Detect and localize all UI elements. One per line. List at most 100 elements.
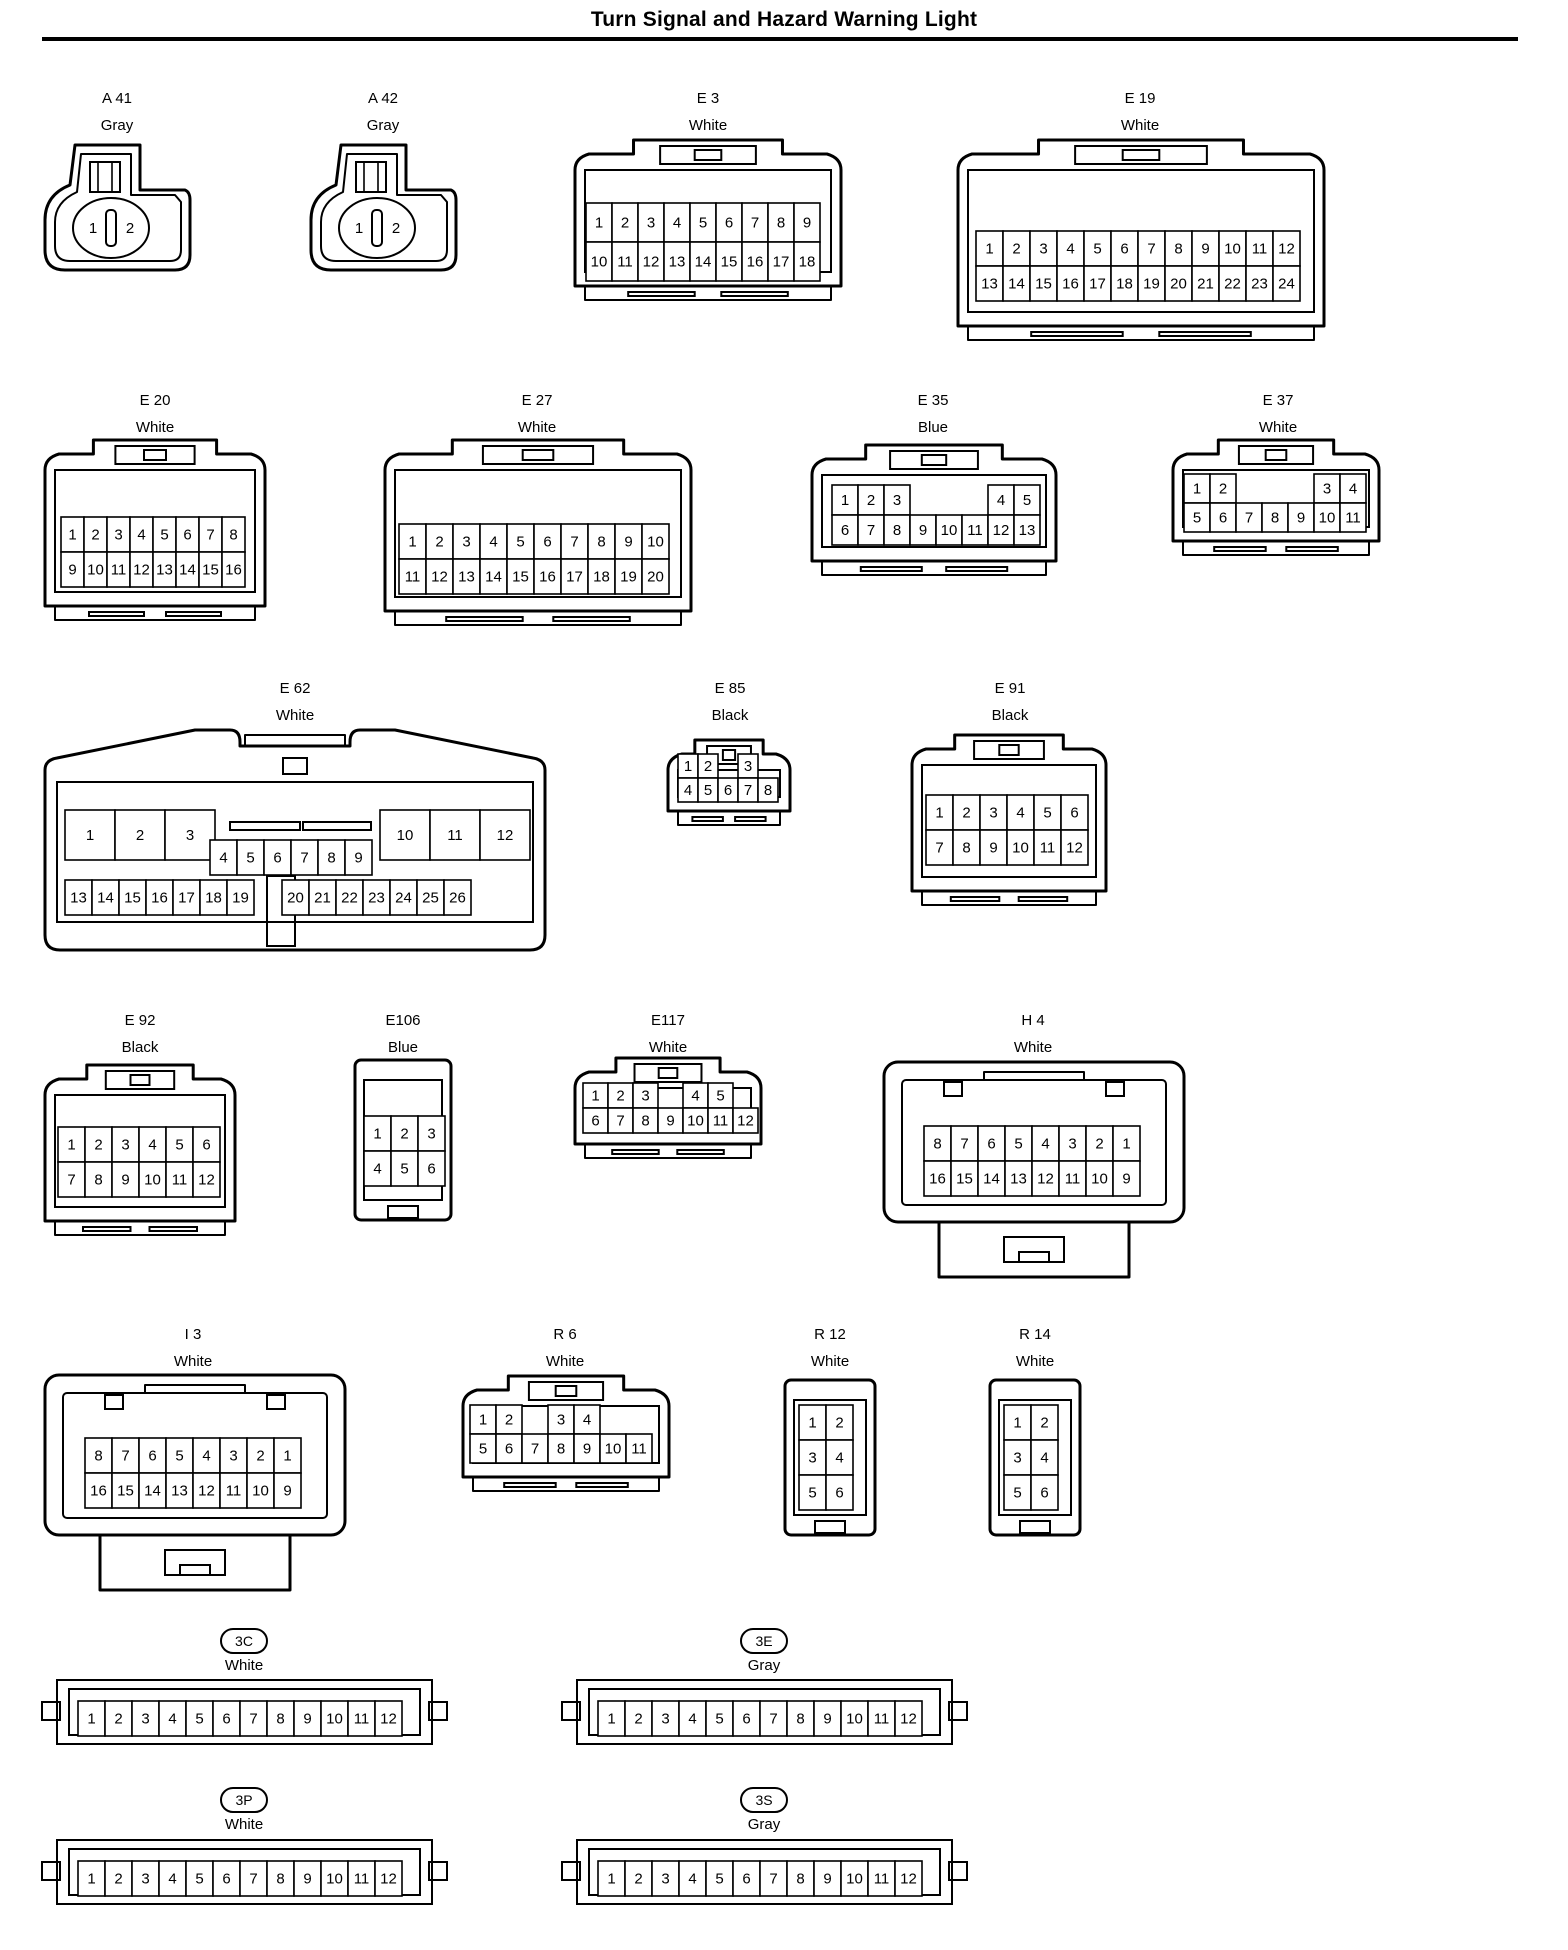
pin-cell [1030, 1439, 1059, 1476]
housing-outline [1285, 546, 1339, 552]
pin-number: 3 [121, 1137, 129, 1154]
housing-outline [371, 209, 383, 247]
pin-number: 1 [87, 1711, 95, 1728]
pin-number: 5 [175, 1137, 183, 1154]
pin-cell [347, 1700, 376, 1737]
pin-cell [452, 558, 481, 595]
housing-outline [229, 821, 301, 831]
pin-number: 6 [427, 1161, 435, 1178]
pin-number: 3 [1039, 241, 1047, 258]
pin-number: 9 [303, 1871, 311, 1888]
pin-number: 2 [962, 805, 970, 822]
pin-number: 13 [156, 562, 173, 579]
pin-cell [363, 1115, 392, 1152]
housing-outline [967, 169, 1315, 313]
pin-cell [1313, 502, 1341, 533]
pin-cell [1272, 265, 1301, 302]
pin-number: 2 [634, 1711, 642, 1728]
pin-number: 9 [919, 522, 927, 539]
pin-number: 13 [70, 890, 87, 907]
pin-number: 7 [616, 1113, 624, 1130]
pin-cell [1137, 265, 1166, 302]
pin-number: 6 [1070, 805, 1078, 822]
pin-number: 23 [368, 890, 385, 907]
pin-number: 4 [1041, 1136, 1049, 1153]
connector-color: White [173, 1353, 213, 1370]
pin-number: 8 [94, 1448, 102, 1465]
pin-number: 11 [631, 1441, 647, 1458]
housing-outline [43, 728, 547, 952]
pin-number: 4 [202, 1448, 210, 1465]
pin-number: 8 [229, 527, 237, 544]
connector-id: R 12 [814, 1326, 846, 1343]
pin-number: 6 [742, 1711, 750, 1728]
pin-number: 10 [252, 1483, 269, 1500]
connector-color: White [545, 1353, 585, 1370]
pin-number: 2 [505, 1412, 513, 1429]
pin-number: 14 [144, 1483, 161, 1500]
housing-outline [1003, 1236, 1065, 1263]
pin-cell [1218, 230, 1247, 267]
pin-number: 16 [90, 1483, 107, 1500]
pin-cell [479, 558, 508, 595]
housing-outline [859, 566, 923, 572]
pin-cell [390, 1115, 419, 1152]
pin-cell [398, 558, 427, 595]
pin-number: 12 [993, 522, 1010, 539]
connector-color: White [275, 707, 315, 724]
pin-cell [1209, 502, 1237, 533]
pin-number: 5 [1023, 492, 1031, 509]
pin-number: 2 [1095, 1136, 1103, 1153]
housing-outline [576, 1839, 953, 1905]
housing-outline [1264, 449, 1288, 461]
connector-id: E 27 [521, 392, 553, 409]
pin-cell [479, 523, 508, 560]
connector-color: White [1120, 117, 1160, 134]
pin-cell [398, 523, 427, 560]
pin-cell [221, 551, 246, 588]
pin-number: 6 [543, 534, 551, 551]
pin-number: 15 [721, 254, 738, 271]
pin-cell [77, 1700, 106, 1737]
pin-cell [84, 1472, 113, 1509]
plug-face [338, 197, 416, 259]
pin-cell [883, 514, 911, 546]
pin-cell [219, 1437, 248, 1474]
pin-cell [682, 1082, 709, 1109]
pin-number: 10 [87, 562, 104, 579]
housing-outline [575, 1482, 629, 1488]
pin-number: 3 [229, 1448, 237, 1465]
pin-number: 3 [1013, 1450, 1021, 1467]
pin-number: 8 [1174, 241, 1182, 258]
housing-outline [921, 764, 1097, 878]
housing-outline [481, 445, 595, 465]
connector-color: Blue [387, 1039, 419, 1056]
pin-cell [923, 1125, 952, 1162]
pin-number: 4 [137, 527, 145, 544]
pin-number: 11 [1065, 1171, 1081, 1188]
pin-number: 3 [808, 1450, 816, 1467]
housing-outline [691, 816, 724, 822]
pin-number: 5 [160, 527, 168, 544]
pin-number: 14 [695, 254, 712, 271]
connector-color: Black [121, 1039, 159, 1056]
pin-number: 5 [1014, 1136, 1022, 1153]
pin-cell [293, 1700, 322, 1737]
pin-number: 2 [94, 1137, 102, 1154]
pin-cell [925, 794, 954, 831]
housing-outline [394, 611, 682, 626]
housing-outline [383, 438, 693, 613]
pin-cell [614, 523, 643, 560]
junction-block-id: 3P [220, 1787, 268, 1813]
pin-cell [651, 1700, 680, 1737]
pin-cell [715, 241, 743, 282]
housing-outline [921, 891, 1097, 906]
pin-number: 9 [68, 562, 76, 579]
pin-cell [192, 1126, 221, 1163]
pin-cell [894, 1700, 923, 1737]
connector-color: Gray [100, 117, 134, 134]
pin-cell [599, 1433, 627, 1464]
